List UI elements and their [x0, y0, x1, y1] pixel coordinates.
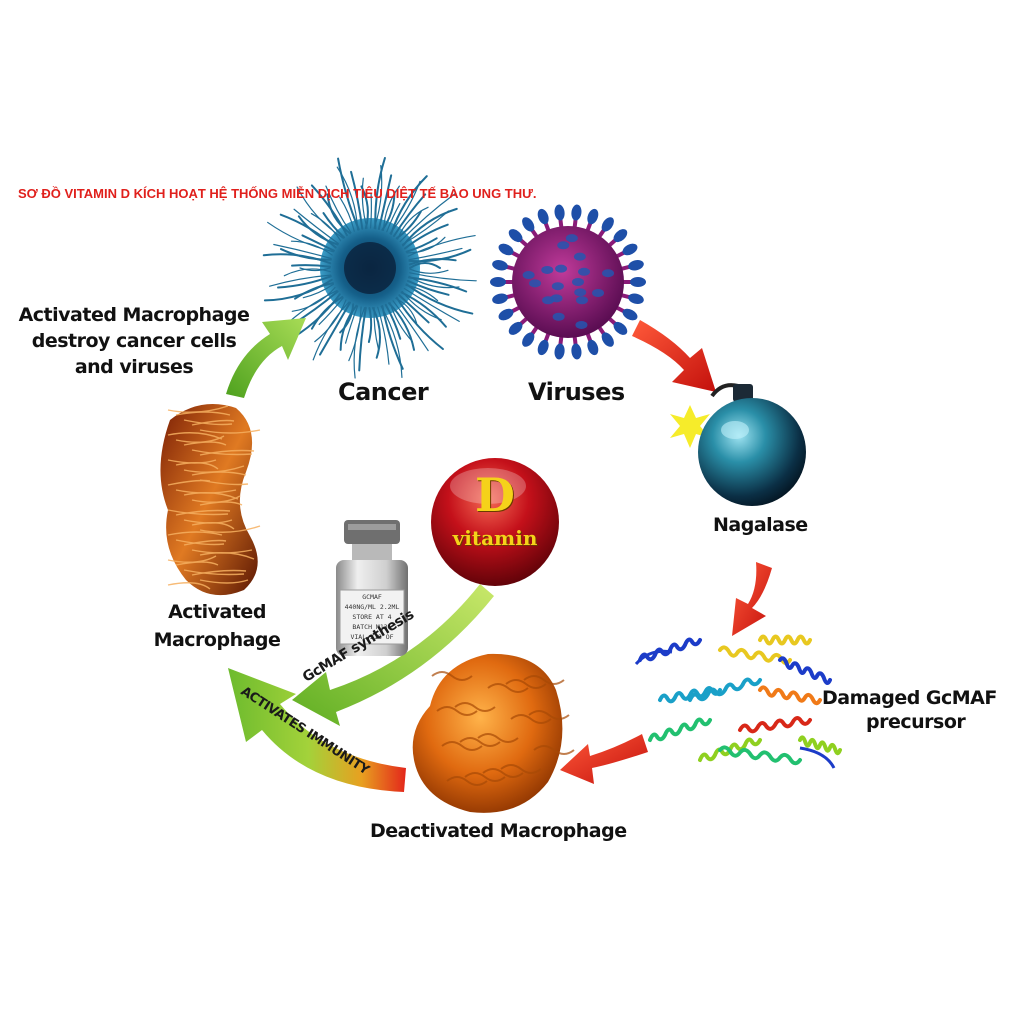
damaged-precursor-label: Damaged GcMAF precursor — [822, 686, 997, 734]
cancer-cell-image — [262, 157, 477, 379]
arrow-activates-immunity — [228, 668, 406, 792]
vial-line-2: 440NG/ML 2.2ML — [344, 603, 400, 611]
damaged-precursor-protein-image — [634, 634, 842, 769]
destroy-caption-line-1: Activated Macrophage — [18, 304, 250, 326]
virus-image — [490, 204, 646, 360]
vitamin-letter: D — [475, 468, 515, 522]
vial-line-1: GCMAF — [362, 593, 382, 601]
deactivated-macrophage-image — [412, 653, 575, 813]
cancer-label: Cancer — [338, 378, 429, 406]
damaged-precursor-line-1: Damaged GcMAF — [822, 687, 997, 709]
vial-line-3: STORE AT 4 — [352, 613, 392, 621]
activated-macrophage-image — [160, 404, 261, 596]
destroy-caption-line-2: destroy cancer cells — [31, 330, 237, 352]
activated-macrophage-line-2: Macrophage — [153, 629, 281, 651]
deactivated-macrophage-label: Deactivated Macrophage — [370, 820, 627, 842]
destroy-caption-line-3: and viruses — [74, 356, 194, 378]
activated-macrophage-line-1: Activated — [168, 601, 266, 623]
destroy-caption: Activated Macrophage destroy cancer cell… — [6, 302, 262, 380]
damaged-precursor-line-2: precursor — [866, 711, 966, 733]
nagalase-label: Nagalase — [713, 514, 808, 536]
vitamin-word: vitamin — [452, 526, 538, 550]
vitamin-d-ball — [431, 458, 559, 586]
vial-line-4: BATCH M131 — [352, 623, 392, 631]
arrow-viruses-to-nagalase — [632, 320, 716, 392]
activated-macrophage-label: Activated Macrophage — [144, 598, 290, 654]
gcmaf-vial-image — [336, 520, 408, 656]
arrow-activated-to-cancer — [226, 318, 306, 398]
arrow-nagalase-to-precursor — [732, 562, 772, 636]
vial-label: GCMAF 440NG/ML 2.2ML STORE AT 4 BATCH M1… — [342, 592, 402, 642]
viruses-label: Viruses — [528, 378, 625, 406]
arrow-gcmaf-synthesis — [292, 584, 494, 726]
nagalase-bomb-image — [670, 383, 806, 506]
vial-line-5: VIAL 218 OF — [350, 633, 394, 641]
diagram-title: SƠ ĐỒ VITAMIN D KÍCH HOẠT HỆ THỐNG MIỄN … — [18, 186, 537, 201]
arrow-precursor-to-deactivated — [560, 734, 648, 784]
